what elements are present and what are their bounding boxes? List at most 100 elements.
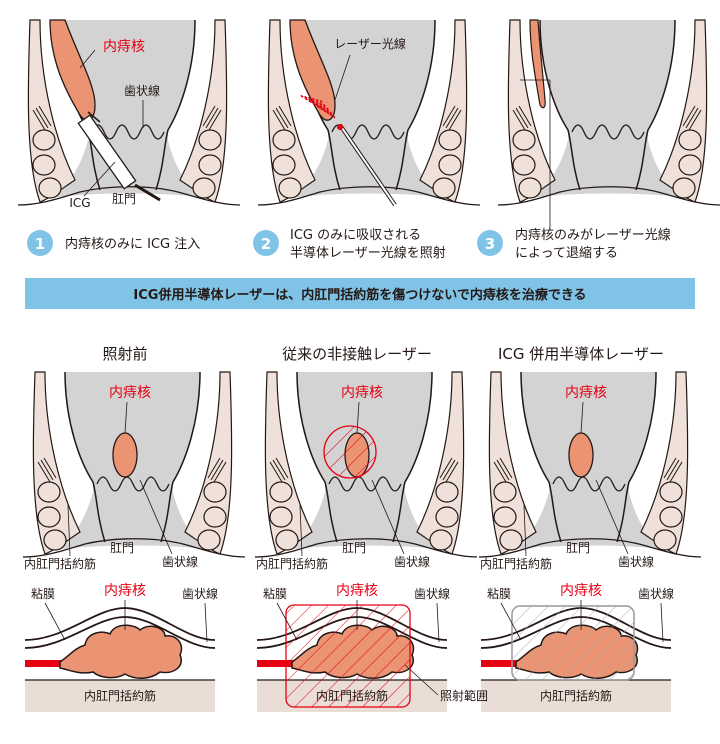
external-sphincter-left-0 bbox=[32, 129, 56, 151]
leader-sphincter-mid bbox=[523, 504, 527, 557]
label-mucosa: 粘膜 bbox=[31, 586, 55, 601]
dentate-line-wave bbox=[328, 476, 402, 492]
step-text-2: ICG のみに吸収される bbox=[290, 228, 421, 243]
label-dentate-bottom: 歯状線 bbox=[182, 586, 218, 601]
leader-hemorrhoid-1 bbox=[79, 49, 96, 69]
left-mucosa-line bbox=[296, 371, 338, 543]
laser-ray bbox=[319, 99, 336, 119]
right-mucosa-line bbox=[392, 371, 433, 543]
label-hemorrhoid-bottom: 内痔核 bbox=[560, 582, 602, 599]
external-sphincter-right-2 bbox=[197, 529, 221, 551]
step-text-2: 半導体レーザー光線を照射 bbox=[290, 245, 446, 261]
label-dentate-1: 歯状線 bbox=[124, 83, 160, 98]
external-sphincter-left-2 bbox=[38, 177, 62, 199]
leader-dentate-mid bbox=[595, 479, 629, 555]
right-mucosa-line bbox=[395, 19, 436, 191]
top-panel-3 bbox=[497, 19, 720, 206]
levator-right bbox=[663, 457, 683, 483]
label-icg: ICG bbox=[69, 196, 90, 210]
external-sphincter-left-1 bbox=[37, 506, 61, 528]
external-sphincter-left-0 bbox=[269, 481, 293, 503]
irradiation-range-box bbox=[285, 604, 411, 708]
leader-mucosa bbox=[276, 602, 298, 641]
red-vessel bbox=[481, 660, 521, 667]
rectal-lumen bbox=[290, 20, 445, 198]
levator-left bbox=[37, 457, 57, 483]
bottom-labels-3: 内肛門括約筋粘膜内痔核歯状線 bbox=[487, 582, 674, 703]
skin-line bbox=[497, 186, 720, 206]
dentate-line-wave bbox=[571, 124, 645, 140]
external-sphincter-right-0 bbox=[198, 129, 222, 151]
external-sphincter-right-0 bbox=[438, 129, 462, 151]
right-mucosa-line bbox=[635, 19, 676, 191]
irradiation-circle bbox=[323, 425, 377, 479]
laser-tip bbox=[337, 124, 343, 130]
levator-left bbox=[269, 457, 289, 483]
external-sphincter-left-0 bbox=[272, 129, 296, 151]
middle-title-2: 従来の非接触レーザー bbox=[282, 345, 432, 363]
sphincter-band bbox=[481, 680, 671, 712]
leader-icg bbox=[83, 161, 116, 197]
dentate-line-wave bbox=[91, 124, 165, 140]
levator-right bbox=[439, 457, 459, 483]
label-anus-top: 肛門 bbox=[112, 192, 136, 206]
laser-ray bbox=[307, 96, 327, 113]
syringe-plunger bbox=[134, 183, 161, 202]
levator-left bbox=[32, 105, 52, 131]
step-badge-2 bbox=[253, 230, 279, 256]
leader-dentate-mid bbox=[371, 479, 405, 555]
hemorrhoid-blob bbox=[59, 624, 183, 679]
label-hemorrhoid-mid: 内痔核 bbox=[109, 384, 151, 401]
label-laser: レーザー光線 bbox=[334, 36, 406, 51]
bottom-labels-1: 内肛門括約筋粘膜内痔核歯状線 bbox=[31, 582, 218, 703]
step-text-3: 内痔核のみがレーザー光線 bbox=[515, 227, 671, 243]
external-sphincter-right-0 bbox=[435, 481, 459, 503]
laser-ray bbox=[299, 94, 321, 109]
step-badge-1 bbox=[27, 230, 53, 256]
step-number-3: 3 bbox=[485, 235, 495, 253]
laser-ray bbox=[303, 95, 324, 111]
label-anus-mid: 肛門 bbox=[110, 541, 134, 555]
label-sphincter-mid: 内肛門括約筋 bbox=[256, 556, 328, 571]
dentate-line-wave bbox=[552, 476, 626, 492]
label-hemorrhoid-1: 内痔核 bbox=[103, 38, 145, 55]
hemorrhoid-shrunk bbox=[529, 19, 546, 109]
external-sphincter-right-2 bbox=[192, 177, 216, 199]
leader-mucosa bbox=[500, 602, 522, 641]
syringe-barrel bbox=[77, 114, 137, 190]
external-sphincter-right-2 bbox=[653, 529, 677, 551]
top-panel-1 bbox=[17, 19, 241, 206]
external-sphincter-right-0 bbox=[203, 481, 227, 503]
label-dentate-bottom: 歯状線 bbox=[638, 586, 674, 601]
label-dentate-mid: 歯状線 bbox=[162, 554, 198, 569]
external-sphincter-left-0 bbox=[512, 129, 536, 151]
leader-hemorrhoid-mid bbox=[124, 401, 128, 434]
label-dentate-mid: 歯状線 bbox=[394, 554, 430, 569]
label-hemorrhoid-mid: 内痔核 bbox=[341, 384, 383, 401]
external-sphincter-left-2 bbox=[278, 177, 302, 199]
hemorrhoid bbox=[289, 19, 336, 121]
step-badge-3 bbox=[477, 230, 503, 256]
external-sphincter-right-2 bbox=[432, 177, 456, 199]
label-irradiation: 照射範囲 bbox=[440, 688, 488, 703]
label-mucosa: 粘膜 bbox=[487, 586, 511, 601]
banner-text: ICG併用半導体レーザーは、内肛門括約筋を傷つけないで内痔核を治療できる bbox=[133, 287, 586, 303]
red-vessel bbox=[25, 660, 65, 667]
left-mucosa-line bbox=[539, 19, 581, 191]
external-sphincter-right-1 bbox=[435, 506, 459, 528]
external-sphincter-left-1 bbox=[272, 154, 296, 176]
levator-left bbox=[272, 105, 292, 131]
hemorrhoid-oval bbox=[568, 432, 594, 478]
middle-title-1: 照射前 bbox=[102, 345, 147, 363]
label-dentate-mid: 歯状線 bbox=[618, 554, 654, 569]
right-mucosa-line bbox=[616, 371, 657, 543]
external-sphincter-right-1 bbox=[678, 154, 702, 176]
external-sphincter-left-0 bbox=[493, 481, 517, 503]
external-sphincter-left-2 bbox=[275, 529, 299, 551]
levator-left bbox=[512, 105, 532, 131]
right-mucosa-line bbox=[155, 19, 196, 191]
label-hemorrhoid-bottom: 内痔核 bbox=[336, 582, 378, 599]
leader-sphincter-mid bbox=[299, 504, 303, 557]
